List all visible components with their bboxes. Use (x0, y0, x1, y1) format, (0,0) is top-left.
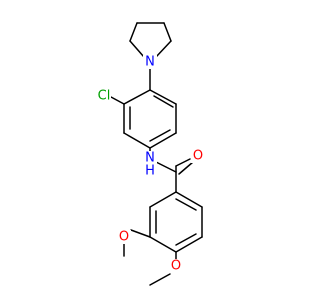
bond (129, 40, 145, 58)
molecule-structure: N Cl N H O O O (95, 22, 205, 286)
bond (178, 161, 194, 175)
chlorophenyl-ring (110, 67, 177, 149)
methoxy-oxygen-label: O (171, 259, 181, 274)
bond (149, 273, 171, 286)
bond (130, 229, 151, 238)
bond (149, 132, 177, 149)
pyrrolidine-ring (129, 22, 172, 58)
bond (153, 95, 174, 108)
bond (163, 22, 172, 42)
bond (175, 236, 203, 253)
bond (149, 129, 171, 142)
bond (129, 22, 138, 42)
bond (149, 89, 177, 105)
bond (155, 40, 172, 58)
dimethoxyphenyl-ring (149, 191, 203, 253)
bond (175, 158, 191, 167)
bond (123, 132, 151, 149)
bond (155, 161, 177, 173)
bond (175, 233, 197, 246)
amide-hydrogen-label: H (145, 164, 155, 179)
bond (110, 96, 125, 105)
pyrrolidine-nitrogen-label: N (145, 55, 155, 70)
methoxy-groups (123, 229, 177, 286)
bond (123, 89, 151, 105)
molecule-canvas: N Cl N H O O O (95, 22, 205, 286)
atom-labels: N Cl N H O O O (95, 55, 205, 274)
bond (175, 191, 203, 208)
bond (149, 236, 177, 253)
methoxy-oxygen-label: O (119, 230, 129, 245)
chlorine-label: Cl (98, 89, 111, 104)
bond (175, 198, 197, 211)
carbonyl-oxygen-label: O (193, 149, 203, 164)
bond (149, 191, 177, 208)
amide-group (149, 147, 194, 193)
amide-nitrogen-label: N (145, 151, 155, 166)
